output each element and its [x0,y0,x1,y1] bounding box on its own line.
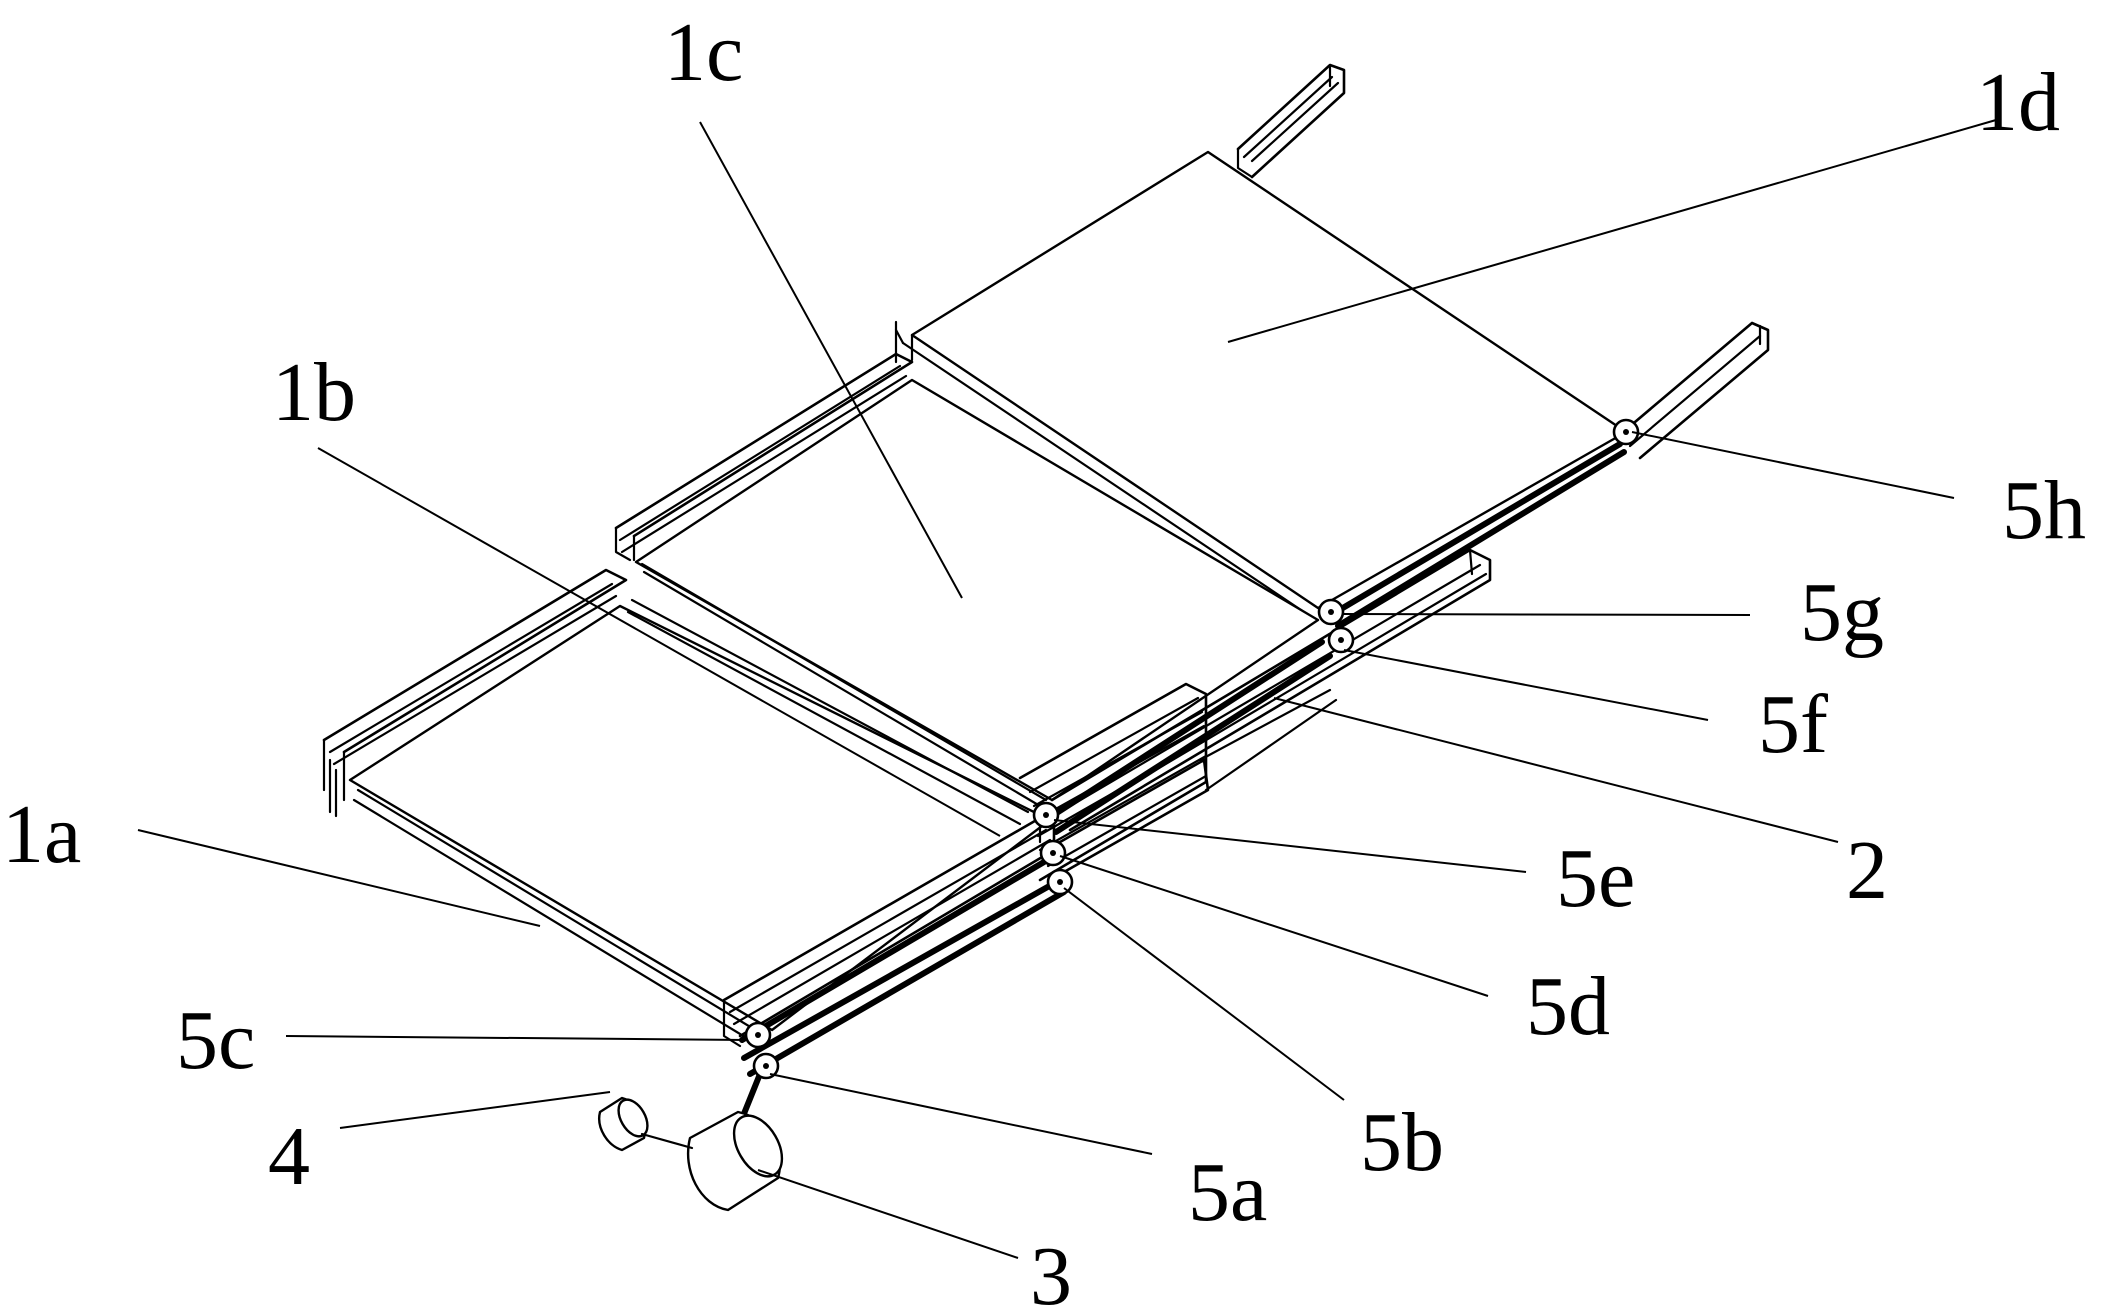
pulley-5g [1317,598,1345,626]
label-5c: 5c [176,994,255,1087]
leader-5d [1059,855,1489,997]
leader-1b [317,447,1001,837]
leader-3 [757,1169,1019,1259]
pulley-5d [1039,839,1067,867]
label-5e: 5e [1556,832,1635,925]
label-1a: 1a [2,788,81,881]
label-5g: 5g [1800,566,1884,659]
leader-2 [1273,697,1839,843]
label-5d: 5d [1526,960,1610,1053]
leader-5g [1341,613,1751,616]
leader-1a [137,829,541,927]
motor-3 [686,1110,784,1212]
pulley-5a [752,1052,780,1080]
label-1c: 1c [664,6,743,99]
label-5f: 5f [1758,678,1828,771]
leader-1c [699,121,963,599]
leader-5e [1053,819,1527,873]
panel-1b [322,568,1208,1042]
panel-1a [722,758,1210,1048]
label-5h: 5h [2002,464,2086,557]
pulley-5e [1032,801,1060,829]
label-5a: 5a [1188,1146,1267,1239]
leader-lines [137,119,1997,1259]
leader-4 [339,1091,611,1129]
leader-5a [769,1073,1153,1155]
right-upper-rail [1620,321,1770,460]
label-1d: 1d [1976,56,2060,149]
pulleys [744,418,1640,1080]
leader-5f [1343,649,1709,721]
label-1b: 1b [272,346,356,439]
pulley-5h [1612,418,1640,446]
leader-5h [1631,431,1955,499]
pulley-5f [1327,626,1355,654]
belts [732,441,1627,1139]
leader-1d [1227,119,1997,343]
leader-5b [1063,887,1345,1101]
leader-5c [285,1035,747,1041]
labels: 1c 1d 1b 1a 5h 5g 5f 2 5e 5d 5c 4 5b 5a … [2,6,2086,1313]
label-5b: 5b [1360,1096,1444,1189]
label-3: 3 [1030,1230,1072,1313]
pulley-5c [744,1021,772,1049]
label-2: 2 [1846,824,1888,917]
coupling-4 [598,1096,694,1152]
upper-back-rail [1236,63,1346,179]
pulley-5b [1046,868,1074,896]
label-4: 4 [268,1110,310,1203]
